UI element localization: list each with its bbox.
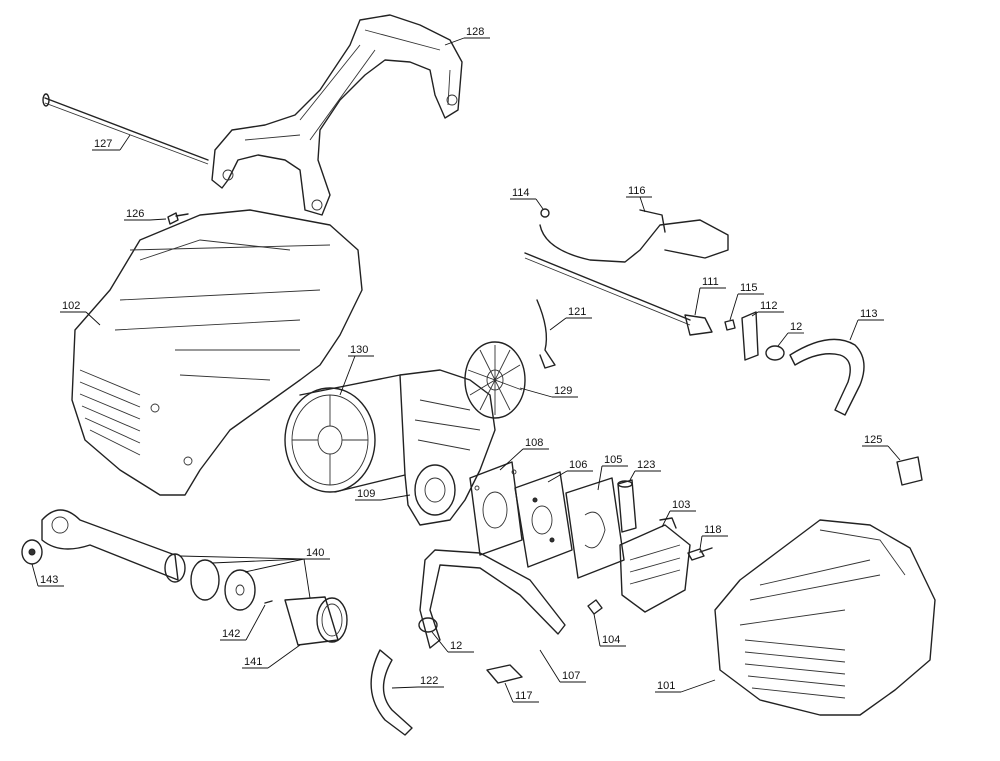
motor-assembly-109 bbox=[284, 369, 496, 526]
callout-107: 107 bbox=[539, 649, 586, 683]
label-115: 115 bbox=[740, 282, 758, 294]
label-128: 128 bbox=[466, 26, 484, 38]
gasket-108 bbox=[469, 461, 523, 556]
label-107: 107 bbox=[562, 670, 580, 682]
label-112: 112 bbox=[760, 300, 778, 312]
fan-129 bbox=[464, 341, 526, 419]
label-127: 127 bbox=[94, 138, 112, 150]
callout-143: 143 bbox=[31, 563, 64, 587]
callout-12-lower: 12 bbox=[431, 631, 474, 653]
callout-101: 101 bbox=[655, 679, 716, 693]
callout-113: 113 bbox=[849, 308, 884, 341]
callout-111: 111 bbox=[694, 276, 726, 316]
callout-121: 121 bbox=[549, 306, 592, 331]
shroud-102 bbox=[71, 209, 363, 496]
label-142: 142 bbox=[222, 628, 240, 640]
label-116: 116 bbox=[628, 185, 646, 197]
callout-112: 112 bbox=[751, 300, 784, 317]
callout-106: 106 bbox=[547, 459, 593, 483]
head-gasket-105 bbox=[565, 477, 625, 579]
clip-104 bbox=[587, 599, 603, 615]
label-129: 129 bbox=[554, 385, 572, 397]
tube-123 bbox=[617, 479, 637, 533]
callout-123: 123 bbox=[629, 459, 661, 481]
label-108: 108 bbox=[525, 437, 543, 449]
wiring-116 bbox=[539, 208, 729, 263]
label-12-lower: 12 bbox=[450, 640, 462, 652]
callout-129: 129 bbox=[519, 385, 578, 398]
switch-rod-111 bbox=[524, 252, 713, 336]
callout-105: 105 bbox=[597, 454, 628, 491]
hose-113 bbox=[789, 338, 865, 416]
screw-115 bbox=[724, 319, 736, 331]
callout-122: 122 bbox=[391, 675, 444, 689]
callout-116: 116 bbox=[626, 185, 652, 213]
label-140: 140 bbox=[306, 547, 324, 559]
tube-107 bbox=[419, 549, 566, 649]
callout-115: 115 bbox=[729, 282, 764, 321]
washer-143 bbox=[21, 539, 43, 565]
bracket-112 bbox=[741, 311, 759, 361]
label-130: 130 bbox=[350, 344, 368, 356]
callout-109: 109 bbox=[355, 488, 411, 501]
callout-117: 117 bbox=[504, 682, 539, 703]
callout-140: 140 bbox=[179, 547, 330, 599]
label-105: 105 bbox=[604, 454, 622, 466]
label-111: 111 bbox=[702, 276, 719, 288]
bolt-118 bbox=[687, 547, 713, 561]
callout-126: 126 bbox=[124, 208, 167, 221]
cylinder-head-103 bbox=[619, 517, 691, 613]
connecting-rod-assembly bbox=[41, 509, 273, 611]
callout-102: 102 bbox=[60, 300, 101, 326]
valve-plate-106 bbox=[514, 471, 573, 568]
label-12-upper: 12 bbox=[790, 321, 802, 333]
label-102: 102 bbox=[62, 300, 80, 312]
callout-108: 108 bbox=[499, 437, 549, 471]
label-118: 118 bbox=[704, 524, 722, 536]
label-143: 143 bbox=[40, 574, 58, 586]
callout-125: 125 bbox=[862, 434, 901, 461]
label-141: 141 bbox=[244, 656, 262, 668]
switch-125 bbox=[896, 456, 923, 486]
clamp-12-upper bbox=[765, 345, 785, 361]
rod-127 bbox=[42, 93, 209, 165]
label-114: 114 bbox=[512, 187, 530, 199]
label-126: 126 bbox=[126, 208, 144, 220]
filter-117 bbox=[486, 664, 523, 684]
callout-127: 127 bbox=[92, 134, 131, 151]
label-123: 123 bbox=[637, 459, 655, 471]
callout-141: 141 bbox=[242, 644, 301, 669]
screw-126 bbox=[167, 212, 189, 225]
label-109: 109 bbox=[357, 488, 375, 500]
callout-142: 142 bbox=[220, 604, 266, 641]
callout-128: 128 bbox=[444, 26, 490, 46]
label-125: 125 bbox=[864, 434, 882, 446]
handle-128 bbox=[211, 14, 463, 216]
callout-114: 114 bbox=[510, 187, 544, 210]
wire-121 bbox=[536, 299, 556, 369]
clamp-12-lower bbox=[418, 617, 438, 633]
callout-12-upper: 12 bbox=[777, 321, 804, 347]
callout-104: 104 bbox=[593, 613, 626, 647]
label-117: 117 bbox=[515, 690, 533, 702]
label-106: 106 bbox=[569, 459, 587, 471]
label-121: 121 bbox=[568, 306, 586, 318]
shroud-101 bbox=[714, 519, 936, 716]
label-122: 122 bbox=[420, 675, 438, 687]
callout-130: 130 bbox=[339, 344, 374, 396]
label-113: 113 bbox=[860, 308, 878, 320]
callout-103: 103 bbox=[661, 499, 696, 528]
label-103: 103 bbox=[672, 499, 690, 511]
hose-122 bbox=[370, 649, 413, 736]
sleeve-141 bbox=[284, 596, 348, 646]
callout-118: 118 bbox=[699, 524, 728, 550]
label-104: 104 bbox=[602, 634, 620, 646]
label-101: 101 bbox=[657, 680, 675, 692]
